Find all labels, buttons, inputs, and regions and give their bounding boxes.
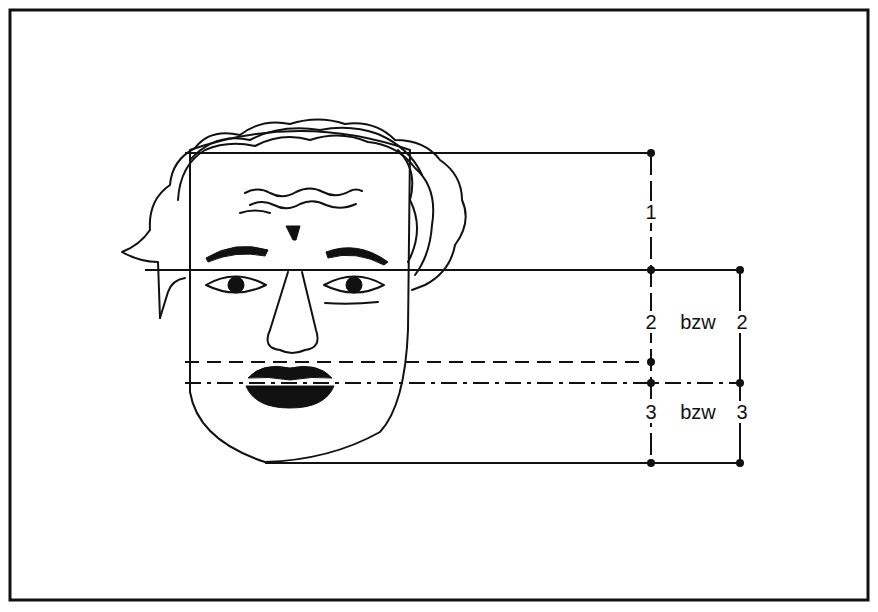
proportion-line <box>265 462 740 464</box>
dimension-dot <box>647 379 655 387</box>
eye-outline <box>324 277 384 293</box>
hair-strand <box>190 128 422 175</box>
eye-pupil <box>228 277 244 293</box>
hair-strand <box>398 150 417 262</box>
eyebrow <box>326 248 388 265</box>
hair-strand <box>160 278 185 318</box>
eye-outline <box>206 277 266 293</box>
dimension-label: 3 <box>734 401 749 423</box>
forehead-wrinkle <box>250 201 356 208</box>
eye-pupil <box>346 277 362 293</box>
forehead-wrinkle <box>240 211 270 214</box>
dimension-dot <box>647 358 655 366</box>
dimension-dot <box>647 149 655 157</box>
forehead-wrinkle <box>245 189 362 197</box>
mustache <box>248 366 332 380</box>
dimension-dot <box>647 459 655 467</box>
dimension-label: 3 <box>643 401 658 423</box>
dimension-line <box>739 270 741 463</box>
hair-strand <box>178 135 433 275</box>
dimension-dot <box>647 266 655 274</box>
dimension-label: 2 <box>643 311 658 333</box>
dimension-dot <box>736 266 744 274</box>
mouth <box>246 386 334 408</box>
dimension-label: 1 <box>643 201 658 223</box>
proportion-line <box>185 152 651 154</box>
cheek-line <box>325 302 378 304</box>
proportion-line-dashed <box>185 361 645 363</box>
frame-border <box>10 10 868 600</box>
dimension-label: bzw <box>678 311 718 333</box>
dimension-dot <box>736 459 744 467</box>
hair-outline <box>122 120 466 319</box>
dimension-label: 2 <box>734 311 749 333</box>
dimension-dot <box>736 379 744 387</box>
head-outline <box>190 131 410 462</box>
brow-mark <box>286 226 300 240</box>
proportion-line-dashdot <box>185 382 740 384</box>
eyebrow <box>206 246 268 262</box>
dimension-label: bzw <box>678 401 718 423</box>
nose-outline <box>268 272 318 353</box>
